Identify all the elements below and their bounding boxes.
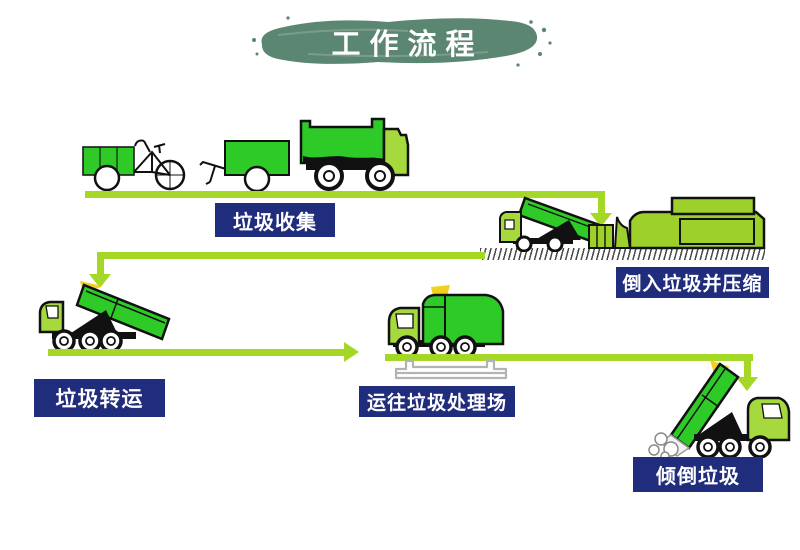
- step-label-compress: 倒入垃圾并压缩: [616, 267, 769, 298]
- refuse-strip: [303, 156, 384, 163]
- hook-arm: [68, 310, 118, 335]
- cab-window: [504, 219, 515, 230]
- arrow-to-dump-head: [736, 377, 758, 391]
- wheels: [52, 329, 123, 352]
- cargo-tricycle-icon: [80, 126, 195, 192]
- step-label-collect: 垃圾收集: [215, 203, 335, 237]
- garbage-chunks: [648, 432, 679, 458]
- cab-window: [761, 403, 783, 419]
- trailer-cart-icon: [198, 138, 293, 192]
- tilted-container: [75, 283, 171, 341]
- step-label-dump: 倾倒垃圾: [633, 457, 763, 492]
- compactor-top-box: [670, 196, 756, 216]
- hitch-bar: [199, 160, 227, 185]
- step-label-collect-text: 垃圾收集: [233, 211, 317, 234]
- step-label-transfer: 垃圾转运: [34, 379, 165, 417]
- feed-bins: [588, 224, 614, 249]
- cart-wheel: [93, 164, 121, 192]
- brush-stroke-icon: [252, 16, 552, 67]
- wheels: [696, 435, 772, 458]
- title-banner: 工作流程: [248, 10, 558, 74]
- arrow-to-transport-run: [48, 349, 344, 356]
- cab-window: [45, 305, 59, 319]
- tipping-truck-icon: [497, 194, 635, 252]
- rear-dump-truck-icon: [636, 360, 794, 458]
- compactor-body: [628, 210, 766, 250]
- trailer-wheel: [243, 165, 271, 192]
- step-label-transport-text: 运往垃圾处理场: [366, 393, 507, 414]
- hopper-funnel: [613, 216, 632, 249]
- collection-ground-line: [85, 191, 605, 198]
- wheels: [314, 161, 395, 191]
- wheels: [515, 235, 564, 252]
- lift-arm: [535, 220, 581, 240]
- compactor-machine-icon: [588, 196, 766, 250]
- arrow-to-transfer-run: [97, 252, 485, 259]
- cab-window: [395, 313, 414, 329]
- arrow-to-transfer-stem: [97, 252, 104, 274]
- page-title: 工作流程: [331, 29, 484, 61]
- arrow-to-compactor-stem: [598, 191, 605, 213]
- step-label-transport: 运往垃圾处理场: [359, 386, 515, 417]
- chassis: [306, 163, 404, 170]
- weighbridge-icon: [392, 359, 510, 380]
- dump-truck-icon: [296, 113, 421, 192]
- step-label-dump-text: 倾倒垃圾: [656, 466, 740, 488]
- arrow-to-dump-run: [385, 354, 753, 361]
- bike-frame: [133, 139, 171, 176]
- lift-arm: [694, 412, 744, 438]
- chassis: [513, 238, 573, 244]
- step-label-compress-text: 倒入垃圾并压缩: [622, 274, 763, 295]
- compactor-panel: [679, 218, 755, 245]
- weighbridge-shape: [394, 359, 508, 380]
- accent-flag: [431, 285, 450, 296]
- hook-lift-truck-icon: [38, 280, 180, 352]
- arrow-to-dump-stem: [744, 354, 751, 377]
- step-label-transfer-text: 垃圾转运: [55, 388, 144, 411]
- arrow-to-transport-head: [344, 342, 359, 362]
- transport-truck-icon: [383, 282, 513, 358]
